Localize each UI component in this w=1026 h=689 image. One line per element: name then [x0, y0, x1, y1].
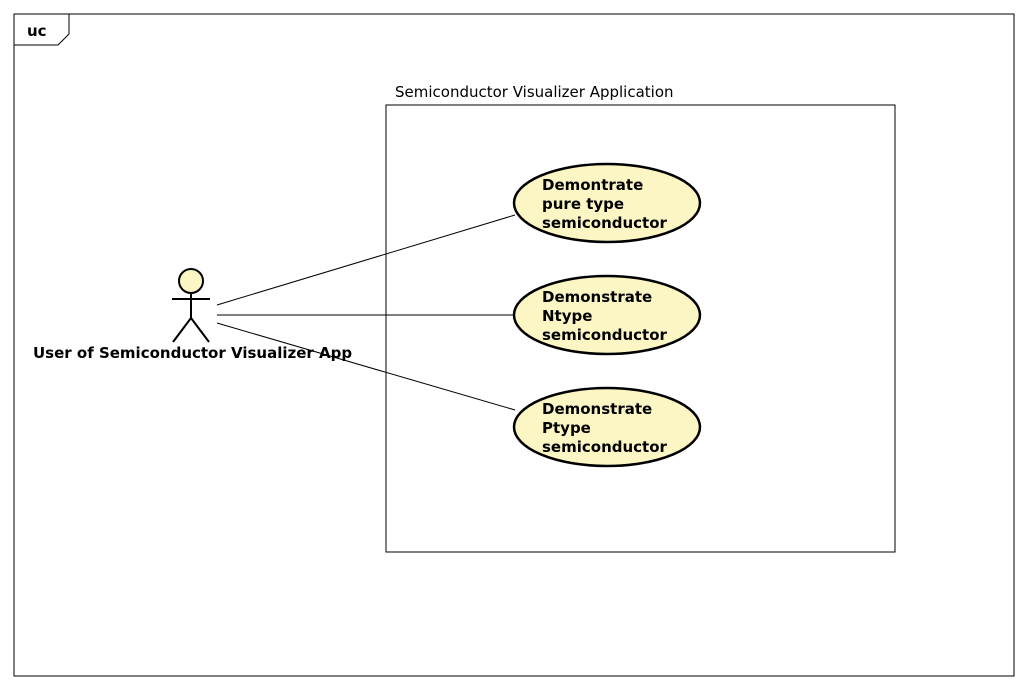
actor-label: User of Semiconductor Visualizer App: [33, 344, 352, 362]
use-case-line: Demonstrate: [542, 400, 652, 418]
actor[interactable]: [172, 268, 210, 343]
system-boundary: [385, 104, 896, 553]
system-title: Semiconductor Visualizer Application: [395, 83, 674, 101]
use-case-ptype[interactable]: Demonstrate Ptype semiconductor: [512, 386, 702, 468]
use-case-line: semiconductor: [542, 214, 668, 232]
frame-tag-border: [14, 14, 70, 46]
use-case-line: Ptype: [542, 419, 591, 437]
use-case-ellipse: [512, 386, 702, 468]
actor-left-leg: [172, 317, 192, 343]
use-case-line: semiconductor: [542, 438, 668, 456]
use-case-ntype[interactable]: Demonstrate Ntype semiconductor: [512, 274, 702, 356]
use-case-line: Demonstrate: [542, 288, 652, 306]
use-case-ellipse: [512, 274, 702, 356]
use-case-ellipse: [512, 162, 702, 244]
diagram-frame: [13, 13, 1015, 677]
use-case-line: Ntype: [542, 307, 592, 325]
association-line-ptype: [216, 322, 516, 411]
use-case-pure-type[interactable]: Demontrate pure type semiconductor: [512, 162, 702, 244]
use-case-line: semiconductor: [542, 326, 668, 344]
frame-tag: uc: [27, 22, 47, 40]
actor-right-leg: [190, 317, 210, 343]
use-case-line: Demontrate: [542, 176, 643, 194]
actor-head: [178, 268, 204, 294]
use-case-line: pure type: [542, 195, 624, 213]
association-line-pure: [216, 214, 516, 306]
